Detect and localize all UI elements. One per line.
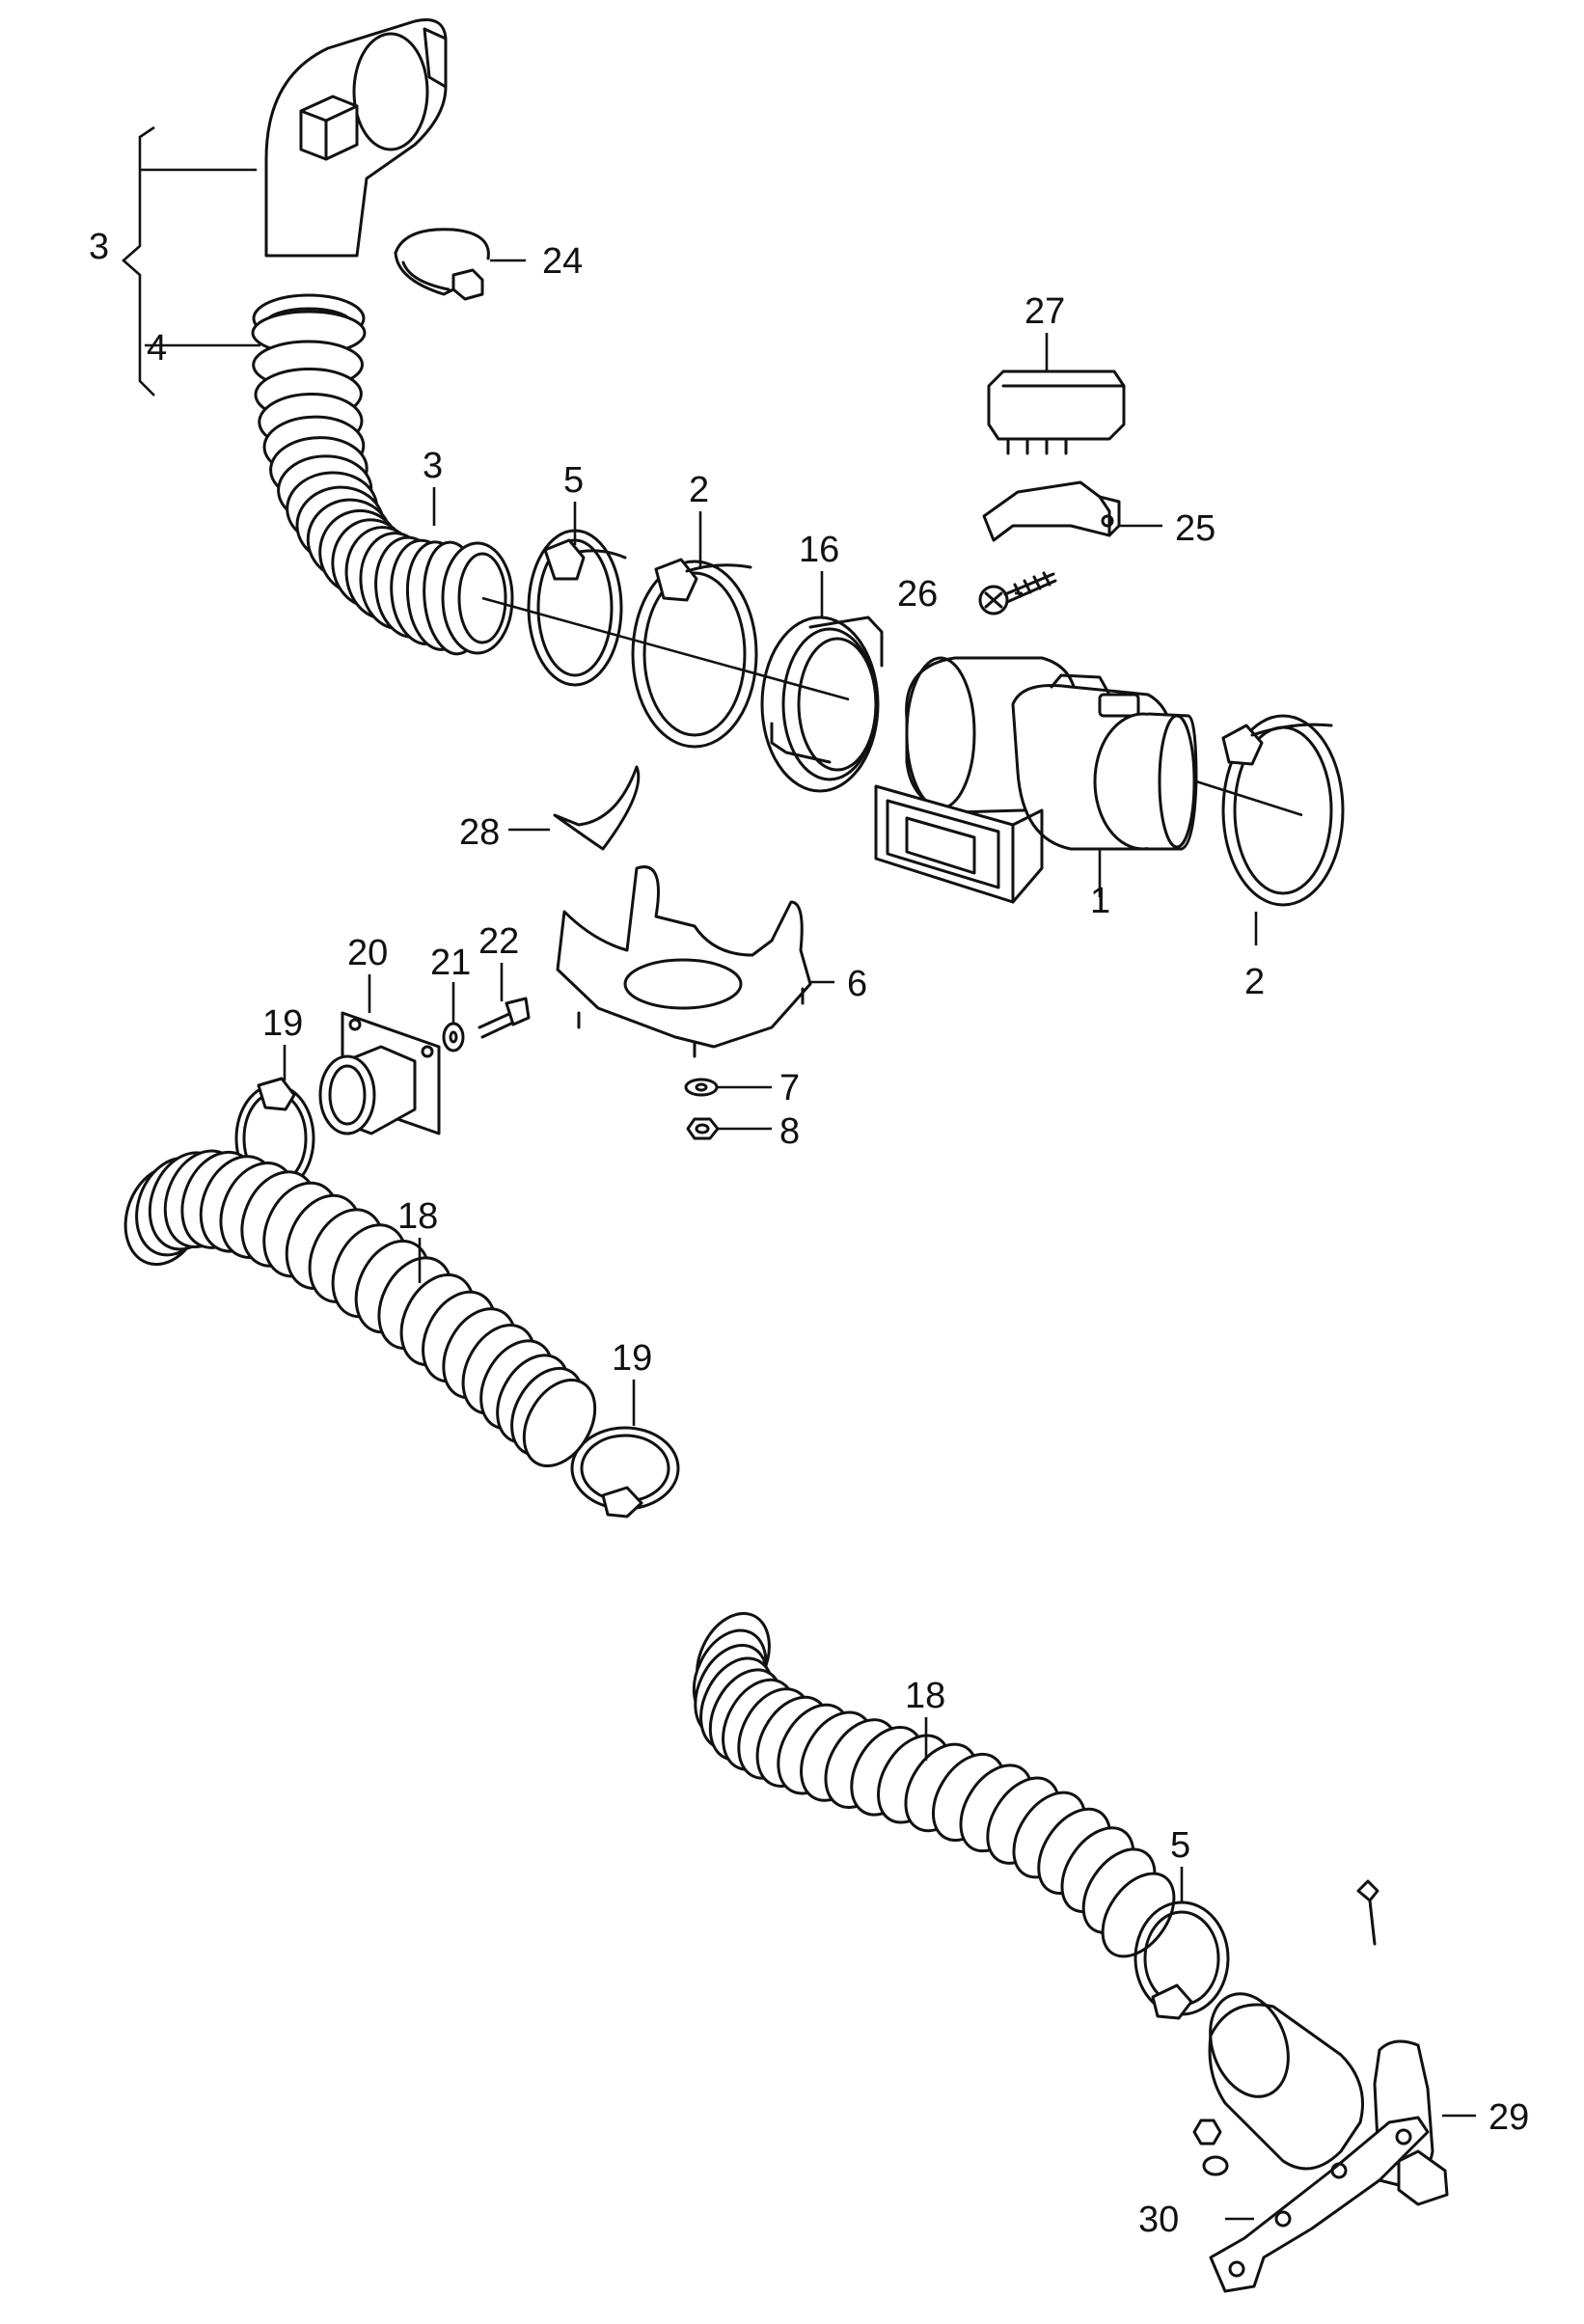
washer-lower-a	[1202, 2155, 1229, 2176]
washer-21	[442, 1022, 465, 1053]
callout-6: 6	[847, 964, 867, 1004]
callout-28: 28	[459, 812, 500, 853]
callout-27: 27	[1024, 291, 1065, 332]
callout-5-lower: 5	[1170, 1825, 1190, 1866]
screw-26	[978, 571, 1057, 615]
callout-2-upper: 2	[689, 470, 709, 510]
callout-2-right: 2	[1244, 962, 1265, 1002]
nut-lower-a	[1192, 2119, 1222, 2146]
support-bracket-30	[1209, 2116, 1430, 2293]
hose-clamp-19-upper	[234, 1077, 315, 1193]
screw-22	[478, 997, 531, 1039]
callout-29: 29	[1488, 2097, 1529, 2138]
callout-26: 26	[897, 574, 938, 615]
callout-19-upper: 19	[262, 1003, 303, 1044]
callout-7: 7	[779, 1068, 800, 1108]
nut-8	[686, 1117, 720, 1140]
corrugated-hose-upper	[251, 293, 514, 656]
callout-4: 4	[147, 328, 167, 369]
callout-30: 30	[1138, 2200, 1179, 2240]
callout-8: 8	[779, 1111, 800, 1152]
callout-5-upper: 5	[563, 460, 584, 501]
callout-3-left: 3	[89, 227, 109, 267]
mounting-bracket-6	[556, 865, 812, 1058]
air-mass-meter	[874, 656, 1198, 904]
callout-24: 24	[542, 241, 583, 282]
callout-1: 1	[1090, 881, 1110, 921]
callout-18-middle: 18	[397, 1196, 438, 1237]
hose-clamp-5	[527, 529, 627, 687]
hose-ring	[522, 1378, 597, 1468]
hose-ring	[1101, 1872, 1176, 1958]
hose-clamp-2-left	[631, 558, 758, 749]
air-intake-elbow	[264, 18, 448, 258]
callout-19-lower: 19	[612, 1338, 652, 1379]
callout-3-hose: 3	[423, 446, 443, 486]
relay-bracket-25	[982, 480, 1121, 542]
callout-20: 20	[347, 933, 388, 973]
callout-16: 16	[799, 530, 839, 570]
sealing-ring-16	[760, 615, 884, 793]
intake-flange-20	[318, 1011, 441, 1135]
callout-22: 22	[478, 921, 519, 962]
callout-leaders	[145, 333, 1476, 2221]
callout-18-lower: 18	[905, 1676, 945, 1716]
hose-clamp-2-right	[1221, 714, 1345, 907]
assembly-axis-lines	[481, 596, 1303, 817]
clamp-band-24	[394, 228, 526, 301]
bracket-3	[122, 125, 257, 396]
screw-lower-a	[1356, 1879, 1379, 1946]
callout-21: 21	[430, 943, 471, 983]
callout-labels: 3 4 24 3 5 2 16 27 25 26 28 1 2 6 7 8 20…	[89, 227, 1529, 2240]
pipe-connector-29	[1208, 1992, 1449, 2206]
half-shell-28	[553, 765, 641, 851]
callout-25: 25	[1175, 508, 1215, 549]
relay-27	[987, 369, 1126, 455]
corrugated-hose-lower	[692, 1611, 1176, 1958]
washer-7	[684, 1078, 719, 1097]
corrugated-hose-middle	[123, 1149, 597, 1468]
hose-clamp-5-lower	[1133, 1900, 1230, 2020]
hose-clamp-19-lower	[570, 1426, 680, 1518]
